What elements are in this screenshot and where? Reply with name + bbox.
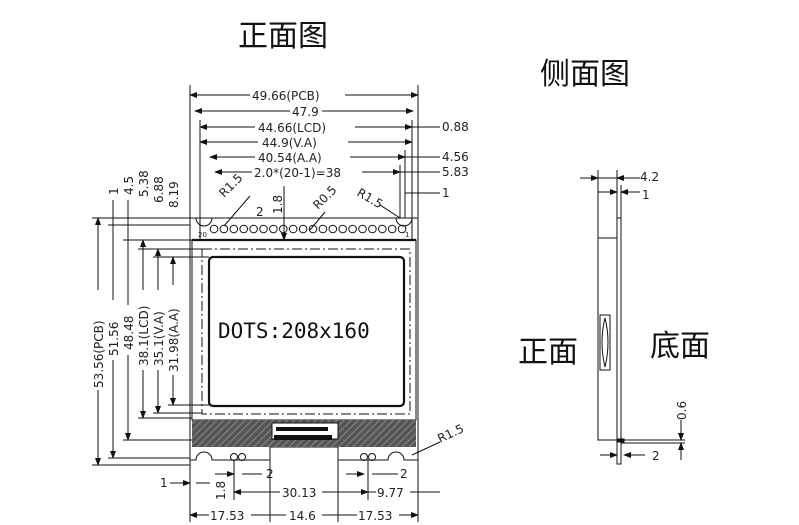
pin-pad — [368, 224, 377, 234]
dim-right-583: 5.83 — [442, 165, 469, 179]
pin-pad — [387, 224, 397, 234]
dim-pin-width: 2 — [256, 205, 264, 219]
bottom-face-label: 底面 — [650, 329, 710, 364]
dim-height-4848: 48.48 — [122, 316, 136, 350]
dim-pin-width-right: 2 — [400, 467, 408, 481]
dim-va-width: 44.9(V.A) — [262, 136, 317, 150]
dim-pin-span: 30.13 — [282, 486, 316, 500]
pin-pad — [358, 224, 367, 234]
dim-bottom-mid: 14.6 — [289, 509, 316, 523]
dim-side-pcb: 1 — [642, 188, 650, 202]
radius-r15-right: R1.5 — [355, 185, 386, 211]
dim-va-height: 35.1(V.A) — [152, 311, 166, 366]
side-view — [580, 170, 685, 465]
pin-pad — [279, 224, 288, 234]
side-view-title: 侧面图 — [540, 57, 630, 92]
dim-pin-offset: 9.77 — [377, 486, 404, 500]
pin-pad — [378, 224, 387, 234]
dim-pcb-height: 53.56(PCB) — [92, 320, 106, 388]
pin-pad — [269, 224, 278, 234]
dim-aa-height: 31.98(A.A) — [167, 308, 181, 372]
pin-pad — [397, 224, 407, 234]
dim-right-088: 0.88 — [442, 120, 469, 134]
dim-lcd-width: 44.66(LCD) — [258, 121, 326, 135]
pin-pad — [298, 224, 308, 234]
dim-top-1: 1 — [107, 187, 121, 195]
front-view-title: 正面图 — [238, 19, 328, 54]
pin-pad — [239, 224, 248, 234]
pin-pad — [338, 224, 348, 234]
front-face-label: 正面 — [518, 335, 578, 370]
dim-pin-height: 1.8 — [271, 195, 285, 214]
dim-right-1: 1 — [442, 186, 450, 200]
dim-top-688: 6.88 — [152, 176, 166, 203]
dim-bottom-left: 17.53 — [210, 509, 244, 523]
pin-pad — [259, 224, 268, 234]
dim-edge: 1 — [160, 476, 168, 490]
dim-lcd-height: 38.1(LCD) — [137, 306, 151, 366]
pin-1-label: 1 — [405, 231, 409, 239]
dim-pcb-width: 49.66(PCB) — [252, 89, 320, 103]
pin-pad — [219, 224, 229, 234]
dim-side-thickness: 4.2 — [640, 170, 659, 184]
pin-pad — [288, 224, 298, 234]
display-resolution-label: DOTS:208x160 — [218, 319, 370, 343]
top-dimension-lines — [189, 85, 440, 240]
pin-pad — [318, 224, 328, 234]
dim-right-456: 4.56 — [442, 150, 469, 164]
dim-aa-width: 40.54(A.A) — [258, 151, 322, 165]
radius-r05: R0.5 — [310, 183, 339, 212]
dim-top-538: 5.38 — [137, 170, 151, 197]
pin-20-label: 20 — [198, 231, 207, 239]
dim-top-45: 4.5 — [122, 176, 136, 195]
dim-pin-width-left: 2 — [266, 467, 274, 481]
pin-pad — [348, 224, 357, 234]
pin-pad — [308, 224, 318, 234]
pin-pad — [209, 224, 219, 234]
radius-r15-left: R1.5 — [216, 171, 245, 200]
dim-bottom-right: 17.53 — [358, 509, 392, 523]
pin-pad — [249, 224, 258, 234]
radius-r15-bottom: R1.5 — [435, 421, 466, 445]
dim-side-pin-width: 2 — [652, 449, 660, 463]
dim-top-819: 8.19 — [167, 181, 181, 208]
pin-pad — [229, 224, 239, 234]
dim-side-pin-thickness: 0.6 — [675, 401, 689, 420]
dim-pin-length: 1.8 — [214, 481, 228, 500]
dim-outer-width: 47.9 — [292, 105, 319, 119]
dim-height-5156: 51.56 — [107, 322, 121, 356]
pin-pad — [328, 224, 338, 234]
front-view: DOTS:208x160 — [189, 217, 419, 461]
dim-pin-pitch: 2.0*(20-1)=38 — [254, 166, 341, 180]
